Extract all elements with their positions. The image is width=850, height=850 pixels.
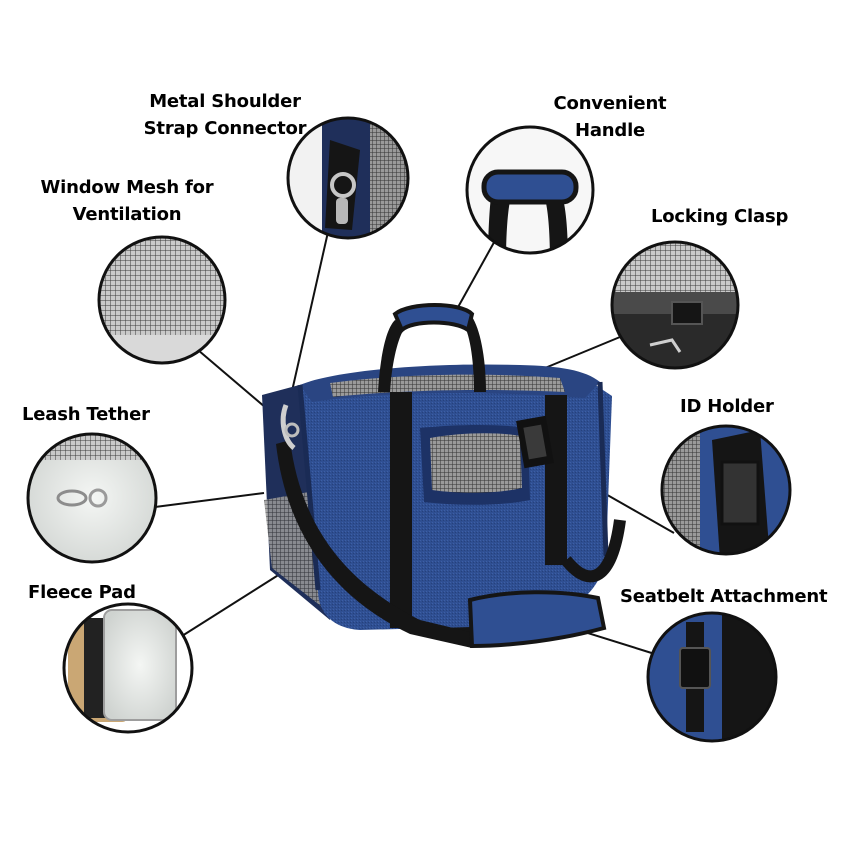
label-metal-shoulder-strap-connector: Metal Shoulder Strap Connector bbox=[143, 91, 307, 139]
seatbelt-callout-image bbox=[648, 613, 776, 741]
seatbelt-callout-ring bbox=[646, 611, 778, 743]
handle-callout-ring bbox=[465, 125, 595, 255]
shoulder-connector-callout-ring bbox=[286, 116, 410, 240]
label-window-mesh: Window Mesh for Ventilation bbox=[40, 177, 214, 225]
label-seatbelt-attachment: Seatbelt Attachment bbox=[620, 586, 828, 607]
label-fleece-pad: Fleece Pad bbox=[28, 582, 136, 603]
label-leash-tether: Leash Tether bbox=[22, 404, 150, 425]
id-holder-callout-ring bbox=[660, 424, 792, 556]
id-holder-callout-image bbox=[662, 426, 790, 554]
shoulder-connector-callout-image bbox=[288, 118, 408, 238]
fleece-pad-callout-image bbox=[64, 604, 192, 732]
label-id-holder: ID Holder bbox=[680, 396, 774, 417]
fleece-pad-callout-ring bbox=[62, 602, 194, 734]
locking-clasp-callout-ring bbox=[610, 240, 740, 370]
window-mesh-callout-ring bbox=[97, 235, 227, 365]
window-mesh-callout-image bbox=[99, 237, 225, 363]
leash-tether-callout-image bbox=[28, 434, 156, 562]
handle-callout-image bbox=[467, 127, 593, 253]
pet-carrier-bag bbox=[262, 303, 626, 649]
label-locking-clasp: Locking Clasp bbox=[651, 206, 789, 227]
leash-tether-callout-ring bbox=[26, 432, 158, 564]
label-convenient-handle: Convenient Handle bbox=[553, 93, 667, 141]
callout-leader-lines bbox=[154, 231, 675, 656]
